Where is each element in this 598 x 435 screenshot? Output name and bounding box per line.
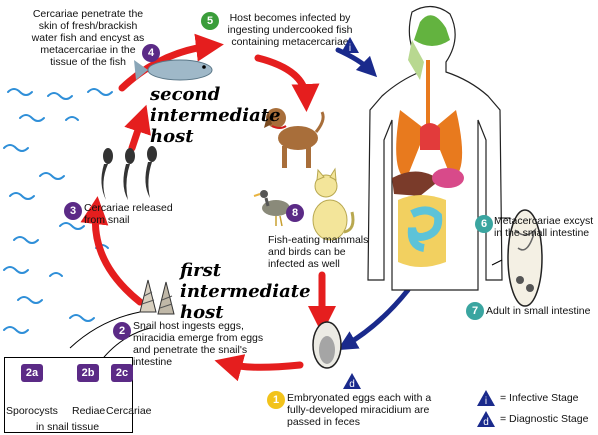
legend-diagnostic-letter: d — [483, 417, 489, 428]
step-3-text: Cercariae released from snail — [84, 202, 173, 226]
snail-icon — [139, 279, 175, 315]
second-intermediate-host-label: second intermediate host — [150, 84, 281, 147]
snail-stages-footer: in snail tissue — [36, 421, 100, 433]
step-7-badge: 7 — [466, 302, 484, 320]
fish-icon — [134, 59, 213, 81]
stage-2c-label: Cercariae — [106, 405, 152, 417]
stage-2a-badge: 2a — [21, 364, 43, 382]
legend-diagnostic-label: = Diagnostic Stage — [500, 413, 589, 425]
step-6-badge: 6 — [475, 215, 493, 233]
infection-arrows — [335, 47, 411, 351]
step-3-badge: 3 — [64, 202, 82, 220]
step-7-text: Adult in small intestine — [486, 305, 591, 317]
adult-worm-icon — [507, 209, 543, 307]
legend-infective-icon: i — [476, 389, 496, 407]
first-intermediate-host-label: first intermediate host — [180, 260, 311, 323]
step-5-badge: 5 — [201, 12, 219, 30]
step-6-text: Metacercariae excyst in the small intest… — [494, 215, 594, 239]
stage-2c-badge: 2c — [111, 364, 133, 382]
cycle-arrows — [80, 33, 336, 382]
legend-infective-letter: i — [485, 396, 487, 407]
diagnostic-stage-marker: d — [342, 372, 362, 390]
legend-diagnostic-icon: d — [476, 410, 496, 428]
cat-icon — [312, 167, 355, 241]
water-waves-icon — [3, 88, 113, 334]
step-1-text: Embryonated eggs each with a fully-devel… — [287, 392, 432, 428]
step-4-badge: 4 — [142, 44, 160, 62]
dog-icon — [264, 108, 325, 168]
infective-marker-letter: i — [349, 43, 351, 54]
step-2-badge: 2 — [113, 322, 131, 340]
step-8-badge: 8 — [286, 204, 304, 222]
step-2-text: Snail host ingests eggs, miracidia emerg… — [133, 320, 264, 368]
step-1-badge: 1 — [267, 391, 285, 409]
diagnostic-marker-letter: d — [349, 379, 355, 390]
human-body-icon — [367, 5, 503, 291]
step-4-text: Cercariae penetrate the skin of fresh/br… — [31, 8, 145, 68]
stage-2b-label: Rediae — [72, 405, 106, 417]
cercaria-icon — [101, 146, 157, 200]
step-8-text: Fish-eating mammals and birds can be inf… — [268, 234, 369, 270]
infective-stage-marker: i — [340, 36, 360, 54]
legend-infective-label: = Infective Stage — [500, 392, 579, 404]
egg-icon — [312, 321, 342, 369]
step-5-text: Host becomes infected by ingesting under… — [227, 12, 353, 48]
stage-2a-label: Sporocysts — [6, 405, 58, 417]
stage-2b-badge: 2b — [77, 364, 99, 382]
